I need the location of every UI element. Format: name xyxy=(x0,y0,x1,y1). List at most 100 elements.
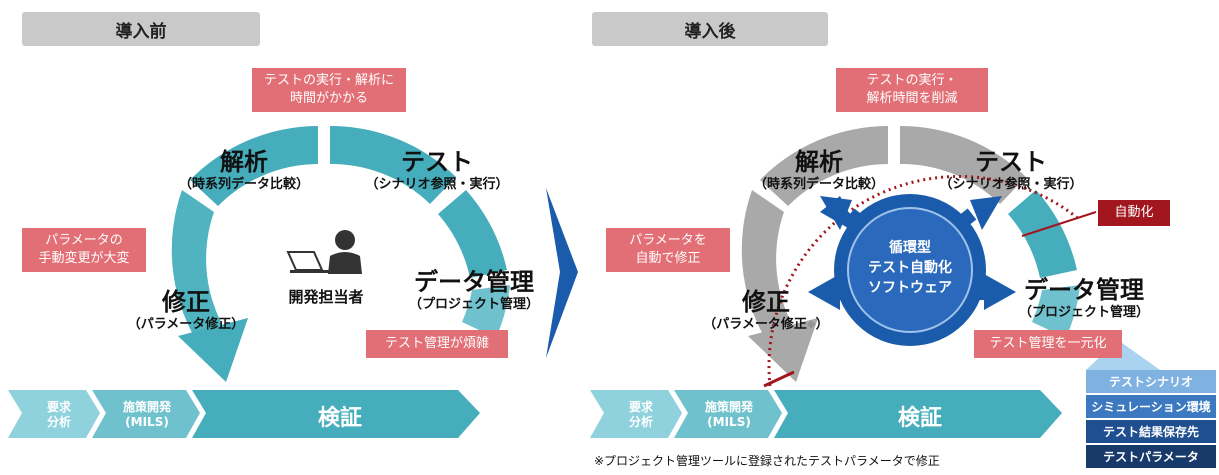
after-fix-mark xyxy=(763,370,795,388)
before-fix-title: 修正 xyxy=(162,288,210,316)
after-stage-test: テスト （シナリオ参照・実行） xyxy=(936,148,1086,194)
after-stack: テストシナリオ シミュレーション環境 テスト結果保存先 テストパラメータ xyxy=(1086,370,1216,470)
before-callout-right: テスト管理が煩雑 xyxy=(366,330,508,358)
after-fix-sub-text: （パラメータ修正 xyxy=(703,317,807,332)
before-arc-arrowhead xyxy=(178,318,248,382)
after-callout-top-line2: 解析時間を削減 xyxy=(866,91,958,106)
after-test-sub: （シナリオ参照・実行） xyxy=(939,177,1083,192)
after-req-label: 要求 分析 xyxy=(606,400,676,430)
after-center-line1: 循環型 xyxy=(889,240,931,256)
hub-arrow-right-icon xyxy=(984,274,1016,310)
before-callout-top-line2: 時間がかかる xyxy=(289,91,368,106)
after-stage-data: データ管理 （プロジェクト管理） xyxy=(1014,276,1154,322)
after-center-line2: テスト自動化 xyxy=(868,260,952,276)
before-analysis-title: 解析 xyxy=(220,148,268,176)
stack-item-scenario: テストシナリオ xyxy=(1086,370,1216,393)
after-arc-test xyxy=(900,125,1026,204)
before-arc-fix xyxy=(171,190,222,340)
after-arc-data xyxy=(1008,190,1077,278)
after-callout-top: テストの実行・ 解析時間を削減 xyxy=(836,68,988,112)
after-stage-analysis: 解析 （時系列データ比較） xyxy=(744,148,894,194)
after-verify-text: 検証 xyxy=(897,406,942,431)
before-proc-req xyxy=(8,390,100,438)
after-req-line2: 分析 xyxy=(628,415,653,429)
after-data-title: データ管理 xyxy=(1024,276,1144,304)
after-req-line1: 要求 xyxy=(628,400,653,414)
developer-icon xyxy=(286,230,362,274)
before-arc-data xyxy=(438,190,507,278)
after-auto-line xyxy=(1021,211,1097,237)
after-header-label: 導入後 xyxy=(684,21,736,42)
after-dev-label: 施策開発 (MILS) xyxy=(686,400,772,430)
before-callout-left-line2: 手動変更が大変 xyxy=(38,251,130,266)
after-arc-arrowhead xyxy=(748,318,818,382)
after-header: 導入後 xyxy=(592,12,828,46)
stack-pointer xyxy=(1086,340,1160,370)
before-req-line1: 要求 xyxy=(46,400,71,414)
after-analysis-title: 解析 xyxy=(795,148,843,176)
after-fix-sub-close: ） xyxy=(815,317,829,332)
after-fix-title: 修正 xyxy=(742,288,790,316)
after-callout-top-line1: テストの実行・ xyxy=(866,73,958,88)
after-callout-left: パラメータを 自動で修正 xyxy=(606,228,730,272)
after-proc-req xyxy=(590,390,682,438)
before-header: 導入前 xyxy=(22,12,260,46)
after-callout-left-line1: パラメータを xyxy=(629,233,707,248)
before-callout-top: テストの実行・解析に 時間がかかる xyxy=(252,68,406,112)
before-callout-right-text: テスト管理が煩雑 xyxy=(384,336,489,351)
before-fix-sub: （パラメータ修正） xyxy=(127,317,245,332)
hub-arrow-left-icon xyxy=(808,274,840,310)
before-dev-line2: (MILS) xyxy=(125,415,169,429)
after-center-line3: ソフトウェア xyxy=(868,280,952,296)
before-arc-analysis xyxy=(190,126,318,206)
before-test-title: テスト xyxy=(401,148,473,176)
before-verify-text: 検証 xyxy=(317,406,362,431)
after-callout-auto-text: 自動化 xyxy=(1114,205,1154,220)
before-process xyxy=(8,390,480,438)
hub-arrow-upright-icon xyxy=(970,196,1002,230)
after-callout-auto: 自動化 xyxy=(1098,200,1170,226)
after-fix-sub-mark: ※ xyxy=(806,321,816,331)
before-proc-verify xyxy=(192,390,480,438)
after-callout-left-line2: 自動で修正 xyxy=(635,251,701,266)
stack-item-result: テスト結果保存先 xyxy=(1086,420,1216,443)
after-dev-line2: (MILS) xyxy=(707,415,751,429)
before-callout-left-line1: パラメータの xyxy=(45,233,123,248)
after-stage-fix: 修正 （パラメータ修正※） xyxy=(696,288,836,335)
before-callout-top-line1: テストの実行・解析に xyxy=(263,73,394,88)
before-cycle xyxy=(171,125,510,382)
after-analysis-sub: （時系列データ比較） xyxy=(753,177,884,192)
after-center-hub xyxy=(808,194,1016,346)
before-arc-data-lower xyxy=(462,285,510,338)
before-data-sub: （プロジェクト管理） xyxy=(408,297,539,312)
after-verify-label: 検証 xyxy=(830,400,1010,432)
after-proc-verify xyxy=(774,390,1062,438)
before-dev-label: 施策開発 (MILS) xyxy=(104,400,190,430)
before-dev-line1: 施策開発 xyxy=(122,400,171,414)
after-dev-line1: 施策開発 xyxy=(704,400,753,414)
before-test-sub: （シナリオ参照・実行） xyxy=(365,177,509,192)
after-arc-analysis xyxy=(760,126,888,206)
before-req-label: 要求 分析 xyxy=(24,400,94,430)
before-stage-analysis: 解析 （時系列データ比較） xyxy=(174,148,314,194)
before-callout-left: パラメータの 手動変更が大変 xyxy=(22,228,146,272)
footnote-text: ※プロジェクト管理ツールに登録されたテストパラメータで修正 xyxy=(594,454,940,468)
after-center-label: 循環型 テスト自動化 ソフトウェア xyxy=(848,238,972,298)
after-callout-right-text: テスト管理を一元化 xyxy=(989,336,1107,351)
before-data-title: データ管理 xyxy=(414,268,534,296)
hub-arrow-upleft-icon xyxy=(820,196,852,230)
after-callout-right: テスト管理を一元化 xyxy=(974,330,1122,358)
before-req-line2: 分析 xyxy=(46,415,71,429)
before-header-label: 導入前 xyxy=(115,21,167,42)
after-process xyxy=(590,390,1062,438)
after-proc-dev xyxy=(674,390,782,438)
after-dotted-arc xyxy=(767,175,1081,387)
after-fix-sub: （パラメータ修正※） xyxy=(696,316,836,335)
stack-item-simulation: シミュレーション環境 xyxy=(1086,395,1216,418)
transition-chevron-icon xyxy=(546,188,578,358)
before-stage-test: テスト （シナリオ参照・実行） xyxy=(362,148,512,194)
footnote: ※プロジェクト管理ツールに登録されたテストパラメータで修正 xyxy=(594,452,1074,469)
before-arc-test xyxy=(330,125,456,204)
before-analysis-sub: （時系列データ比較） xyxy=(178,177,309,192)
